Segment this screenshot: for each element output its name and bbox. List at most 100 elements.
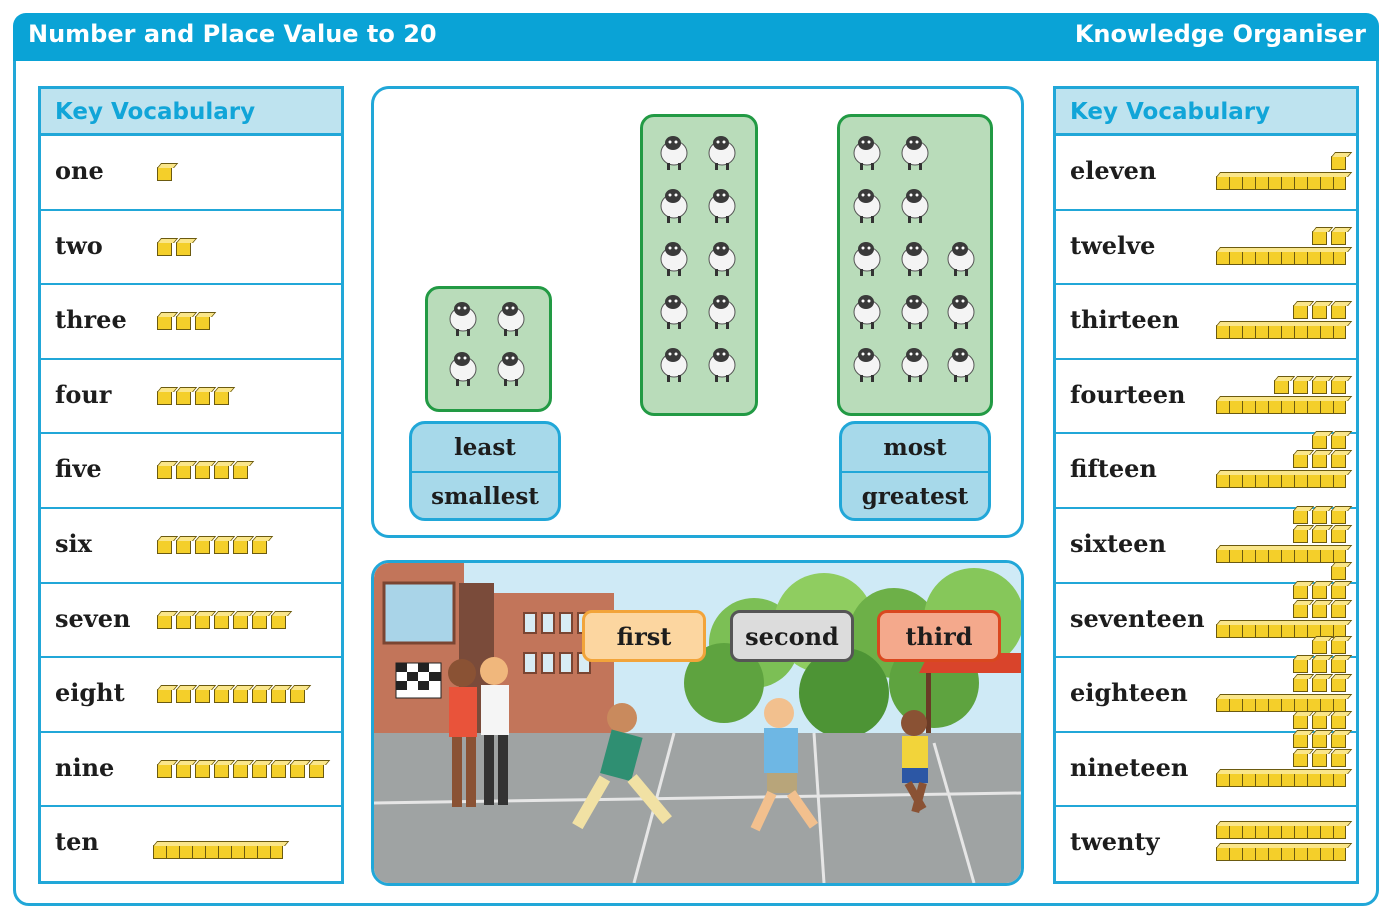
unit-cube [195, 614, 210, 629]
vocab-row-sixteen: sixteen [1056, 509, 1356, 584]
sheep-icon [494, 299, 526, 337]
unit-cube [1331, 509, 1346, 524]
unit-cube [214, 763, 229, 778]
vocab-word: twelve [1070, 230, 1156, 260]
position-label-first: first [582, 610, 706, 662]
unit-cube [157, 167, 172, 181]
unit-cube [1331, 714, 1346, 729]
unit-cube [1331, 230, 1346, 245]
vocab-word: ten [55, 827, 99, 857]
unit-cube [1331, 678, 1346, 693]
unit-cube [176, 390, 191, 405]
unit-cube [157, 316, 172, 331]
sheep-icon [944, 292, 976, 330]
unit-cube [1293, 509, 1308, 524]
unit-cube [1331, 640, 1346, 655]
sheep-icon [446, 299, 478, 337]
sheep-icon [898, 186, 930, 224]
vocab-word: five [55, 454, 102, 484]
runner-third [901, 710, 928, 814]
unit-cube [214, 614, 229, 629]
sheep-icon [705, 239, 737, 277]
unit-cube [1312, 528, 1327, 543]
unit-cube [1331, 584, 1346, 599]
vocab-word: six [55, 528, 92, 558]
vocab-row-seventeen: seventeen [1056, 565, 1356, 659]
unit-cube [271, 763, 286, 778]
unit-cube [214, 539, 229, 554]
sheep-icon [898, 345, 930, 383]
vocab-heading: Key Vocabulary [1056, 89, 1356, 136]
sheep-pen-large [837, 114, 993, 416]
most-text: most [842, 424, 988, 473]
unit-cube [271, 614, 286, 629]
sheep-icon [705, 186, 737, 224]
vocab-row-two: two [41, 211, 341, 286]
unit-cube [1293, 678, 1308, 693]
sheep-icon [898, 292, 930, 330]
unit-cube [176, 689, 191, 704]
comparison-panel: least smallest most greatest [371, 86, 1024, 538]
unit-cube [214, 390, 229, 405]
ten-rod [1216, 548, 1346, 563]
unit-cube [1312, 678, 1327, 693]
unit-cube [195, 689, 210, 704]
ten-rod [1216, 399, 1346, 414]
unit-cube [157, 689, 172, 704]
unit-cube [252, 763, 267, 778]
least-text: least [412, 424, 558, 473]
ten-rod [1216, 772, 1346, 787]
unit-cube [309, 763, 324, 778]
unit-cube [1293, 733, 1308, 748]
ten-rod [1216, 325, 1346, 340]
vocab-row-seven: seven [41, 584, 341, 659]
sheep-icon [657, 239, 689, 277]
ten-rod [1216, 698, 1346, 713]
vocab-word: eleven [1070, 156, 1157, 185]
unit-cube [1312, 435, 1327, 450]
vocab-row-fifteen: fifteen [1056, 434, 1356, 509]
unit-cube [1312, 714, 1327, 729]
unit-cube [1331, 454, 1346, 469]
sheep-pen-small [425, 286, 552, 412]
runner-first [572, 703, 672, 830]
unit-cube [290, 689, 305, 704]
unit-cube [176, 539, 191, 554]
unit-cube [157, 614, 172, 629]
runner-second [750, 698, 819, 832]
position-label-third: third [877, 610, 1001, 662]
vocab-row-one: one [41, 136, 341, 211]
unit-cube [1331, 156, 1346, 170]
unit-cube [157, 390, 172, 405]
sheep-icon [850, 239, 882, 277]
unit-cube [1331, 379, 1346, 394]
sheep-icon [657, 345, 689, 383]
vocab-row-eight: eight [41, 658, 341, 733]
sheep-icon [898, 133, 930, 171]
unit-cube [1312, 733, 1327, 748]
unit-cube [1312, 509, 1327, 524]
ten-rod [153, 845, 283, 860]
unit-cube [214, 465, 229, 480]
vocab-word: nine [55, 752, 115, 782]
most-label: most greatest [839, 421, 991, 521]
vocab-row-nine: nine [41, 733, 341, 808]
unit-cube [1293, 528, 1308, 543]
ten-rod [1216, 623, 1346, 638]
sheep-icon [657, 133, 689, 171]
sheep-icon [850, 345, 882, 383]
vocab-row-eleven: eleven [1056, 136, 1356, 211]
vocab-word: one [55, 156, 104, 185]
unit-cube [1331, 435, 1346, 450]
unit-cube [1312, 603, 1327, 618]
unit-cube [195, 763, 210, 778]
ten-rod [1216, 474, 1346, 489]
vocab-row-ten: ten [41, 807, 341, 882]
unit-cube [1293, 752, 1308, 767]
vocab-row-eighteen: eighteen [1056, 640, 1356, 733]
unit-cube [290, 763, 305, 778]
unit-cube [1293, 584, 1308, 599]
unit-cube [1312, 640, 1327, 655]
